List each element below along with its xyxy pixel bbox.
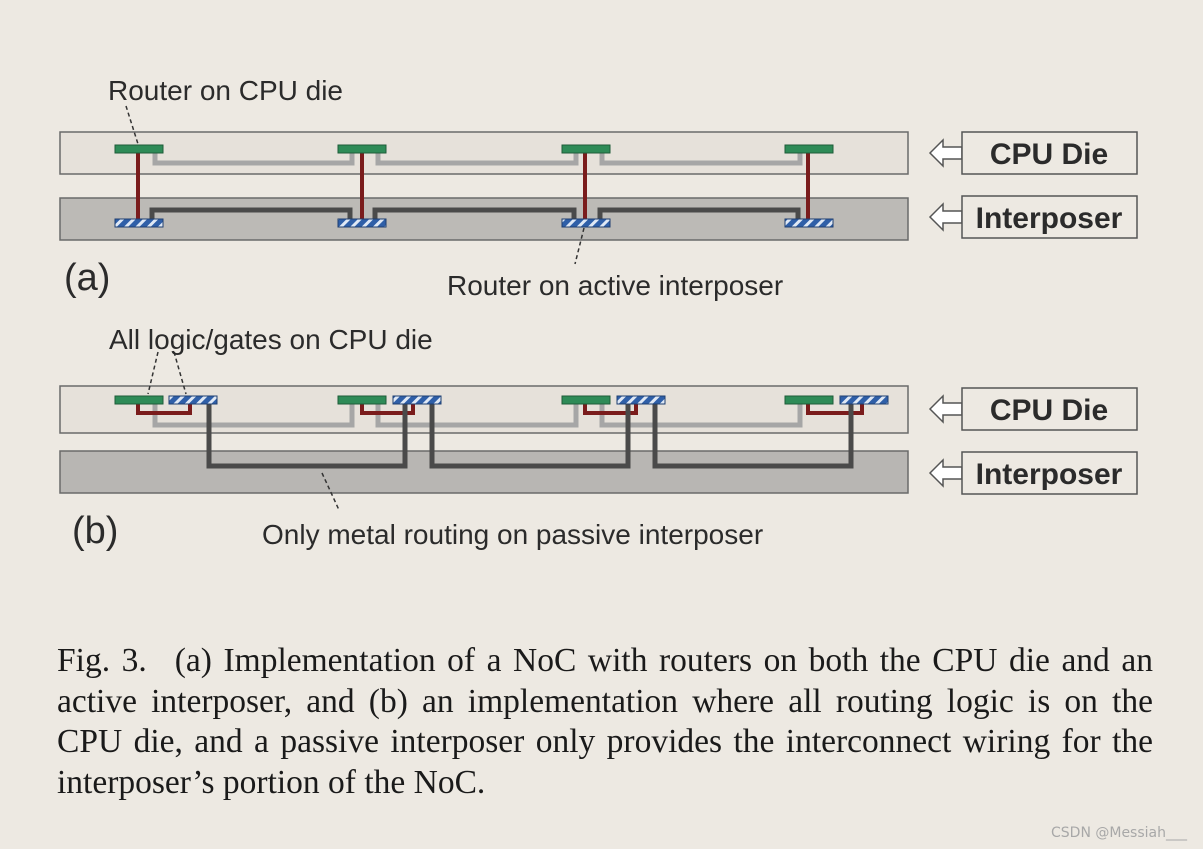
callout-metal-routing: Only metal routing on passive interposer [262,519,763,550]
interposer-label-box-b [961,451,1138,495]
figure-number: Fig. 3. [57,642,147,679]
watermark: CSDN @Messiah___ [1051,825,1187,841]
callout-all-logic: All logic/gates on CPU die [109,324,433,355]
callout-line-logic-2 [173,351,187,395]
interposer-label-box-a [961,195,1138,239]
callout-line-router-interposer [574,227,585,265]
interposer-router [168,395,218,405]
caption-text: (a) Implementation of a NoC with routers… [57,642,1153,801]
arrow-icon [928,394,963,424]
interposer-router [114,218,164,228]
noc-diagram: Router on CPU die Router on active inter… [59,75,1138,552]
cpu-router [114,395,164,405]
cpu-die-label-a: CPU Die [990,138,1108,171]
arrow-icon [928,138,963,168]
cpu-die-layer-a [59,131,909,175]
interposer-routers-a [114,218,834,228]
callout-router-interposer: Router on active interposer [447,270,783,301]
cpu-router [561,395,611,405]
cpu-router [337,395,387,405]
cpu-routers-a [114,144,834,154]
callout-router-cpu: Router on CPU die [108,75,343,106]
cpu-router [337,144,387,154]
active-interposer-layer [59,197,909,241]
local-links-b [136,404,864,415]
tsv-group-a [136,153,810,219]
cpu-die-label-box-b [961,387,1138,431]
interposer-router [561,218,611,228]
cpu-router [114,144,164,154]
interposer-label-a: Interposer [976,202,1123,235]
interposer-wires-a [149,207,801,221]
cpu-routers-b [114,395,834,405]
interposer-label-b: Interposer [976,458,1123,491]
passive-interposer-layer [59,450,909,494]
panel-a: Router on CPU die Router on active inter… [59,75,1138,301]
interposer-router [839,395,889,405]
interposer-router [337,218,387,228]
interposer-router [392,395,442,405]
cpu-router [784,395,834,405]
panel-label-a: (a) [64,257,110,299]
panel-b: All logic/gates on CPU die Only metal ro… [59,324,1138,552]
arrow-icon [928,458,963,488]
callout-line-logic-1 [147,351,159,395]
cpu-router [561,144,611,154]
interposer-wires-b [206,404,854,469]
interposer-side-routers-b [168,395,889,405]
cpu-die-wires-a [152,150,803,166]
cpu-die-label-b: CPU Die [990,394,1108,427]
cpu-die-label-box-a [961,131,1138,175]
interposer-router [616,395,666,405]
figure-caption: Fig. 3.(a) Implementation of a NoC with … [57,641,1153,803]
cpu-router [784,144,834,154]
arrow-icon [928,202,963,232]
panel-label-b: (b) [72,510,118,552]
interposer-router [784,218,834,228]
